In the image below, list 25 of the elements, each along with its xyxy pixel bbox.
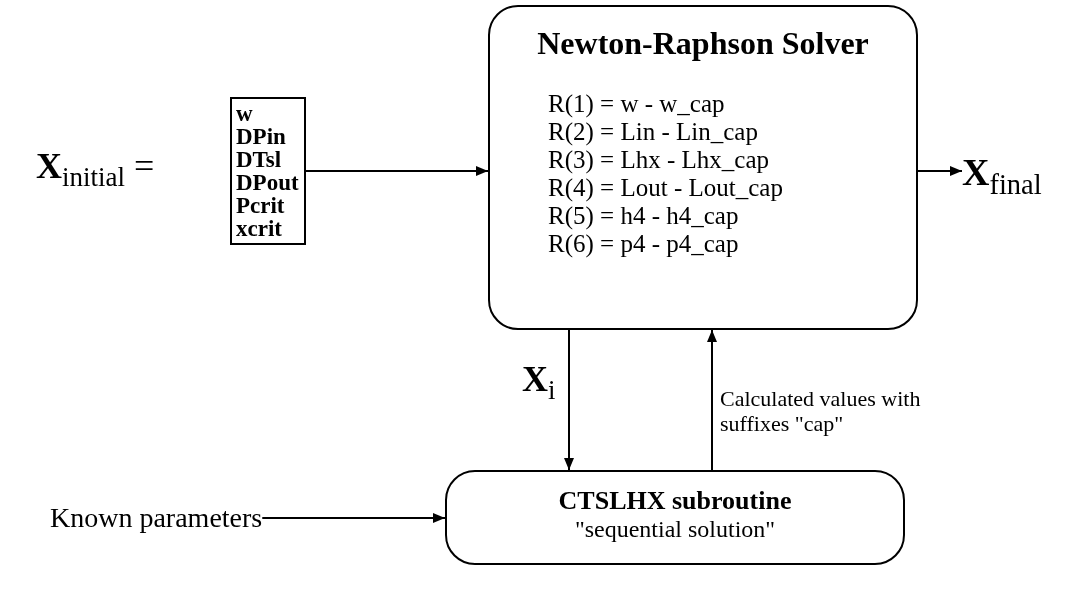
subroutine-box [445,470,905,565]
subroutine-note: "sequential solution" [574,516,776,543]
variable-name: DPout [236,171,300,194]
residual-equation: R(4) = Lout - Lout_cap [548,174,783,202]
arrow [261,513,446,523]
residual-equation: R(6) = p4 - p4_cap [548,230,739,258]
node-text: X$_{final}$ [962,150,1042,201]
variable-name: w [236,102,254,125]
solver-title: Newton-Raphson Solver [537,25,869,62]
node-text: Known parameters [50,502,263,534]
variable-name: Pcrit [236,194,286,217]
arrow [917,166,963,176]
residual-equation: R(2) = Lin - Lin_cap [548,118,758,146]
variable-name: DTsl [236,148,283,171]
variable-name: xcrit [236,217,283,240]
variable-list-box [230,97,306,245]
residual-equation: R(3) = Lhx - Lhx_cap [548,146,769,174]
residual-equation: R(5) = h4 - h4_cap [548,202,739,230]
solver-box [488,5,918,330]
arrow [564,329,574,471]
residual-equation: R(1) = w - w_cap [548,90,725,118]
subroutine-title: CTSLHX subroutine [558,486,792,516]
variable-name: DPin [236,125,287,148]
arrow [305,166,489,176]
arrow [707,329,717,471]
